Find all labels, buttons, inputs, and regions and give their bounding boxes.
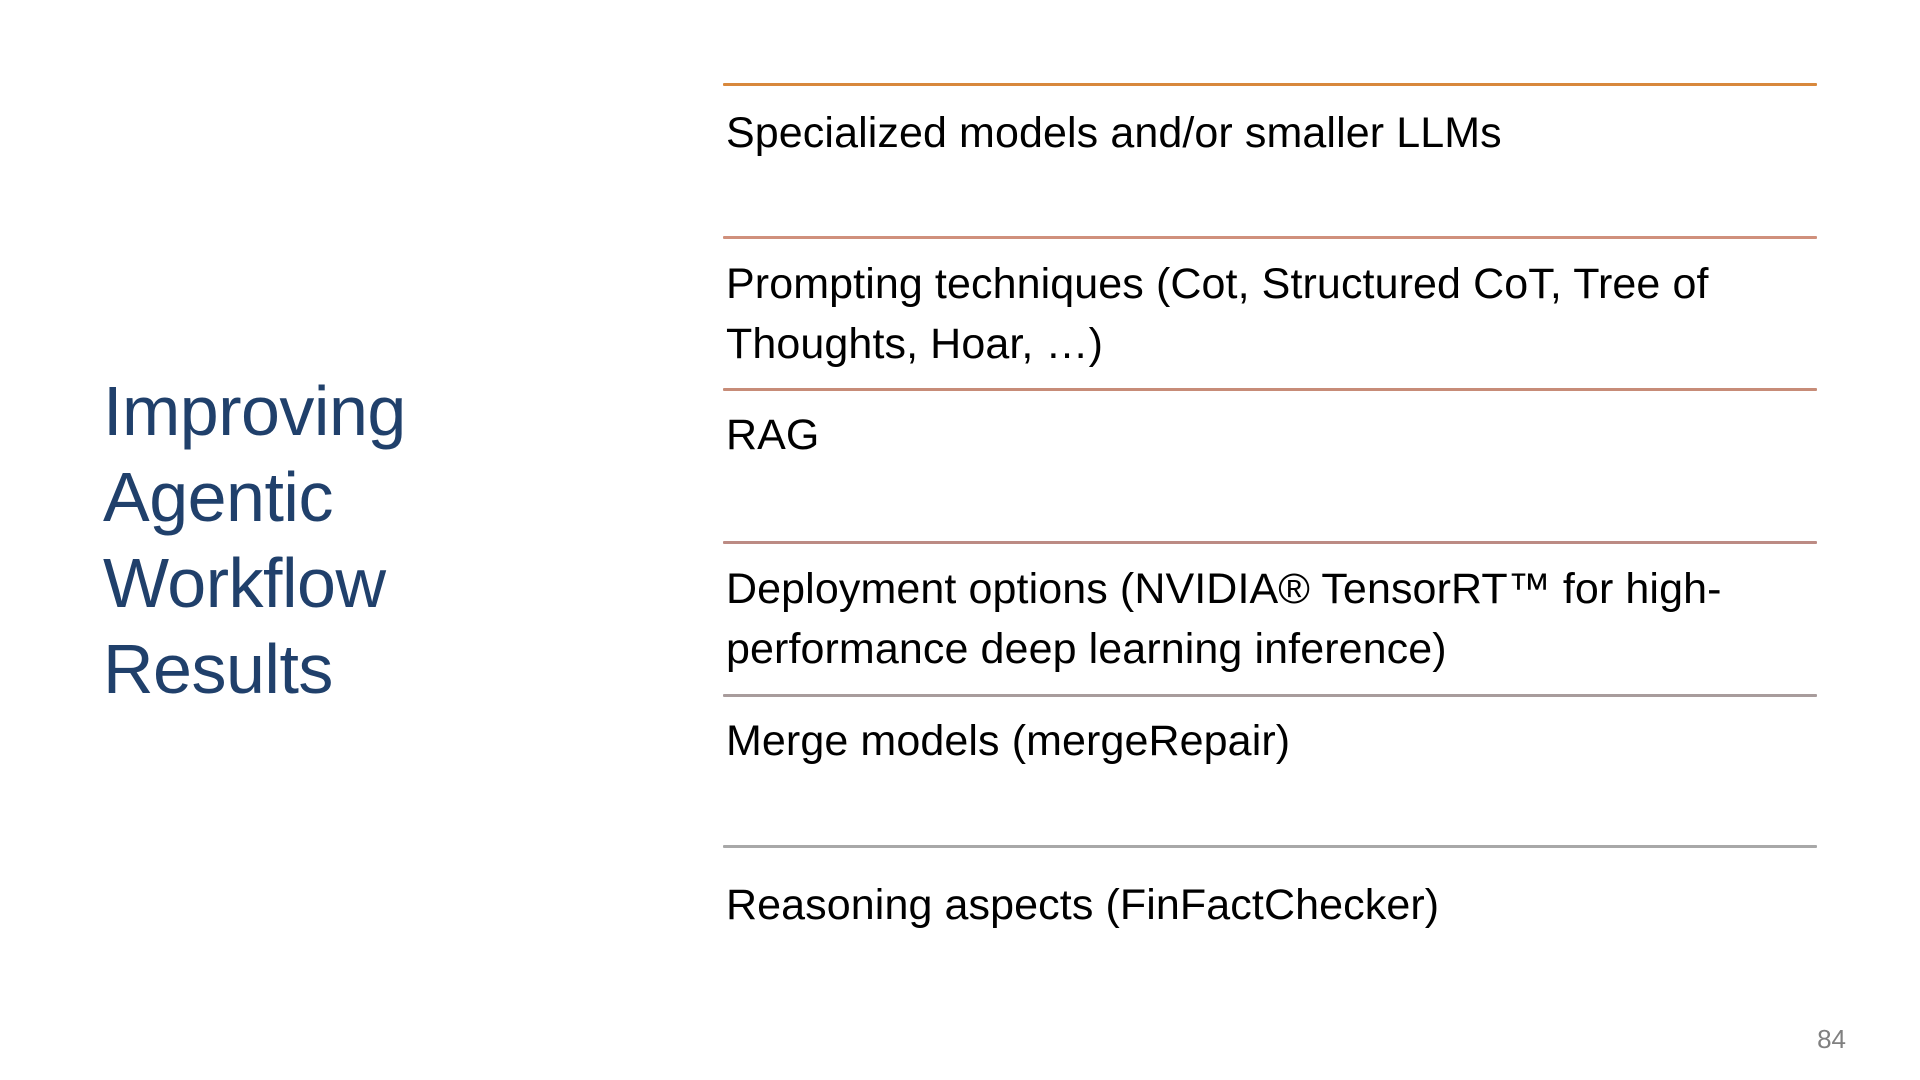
- list-item[interactable]: Reasoning aspects (FinFactChecker): [723, 845, 1817, 995]
- list-item-label: Deployment options (NVIDIA® TensorRT™ fo…: [726, 565, 1722, 673]
- title-block: Improving Agentic Workflow Results: [103, 368, 533, 712]
- list-item[interactable]: Merge models (mergeRepair): [723, 694, 1817, 844]
- row-divider: [723, 845, 1817, 848]
- list-item-label: Reasoning aspects (FinFactChecker): [726, 881, 1440, 929]
- content-list: Specialized models and/or smaller LLMs P…: [723, 0, 1817, 1080]
- list-item[interactable]: Prompting techniques (Cot, Structured Co…: [723, 236, 1817, 388]
- list-item-label: Merge models (mergeRepair): [726, 717, 1291, 765]
- row-divider: [723, 388, 1817, 391]
- list-item-label: Prompting techniques (Cot, Structured Co…: [726, 260, 1709, 368]
- list-item[interactable]: Specialized models and/or smaller LLMs: [723, 83, 1817, 188]
- row-divider: [723, 694, 1817, 697]
- row-divider: [723, 83, 1817, 86]
- list-item-label: Specialized models and/or smaller LLMs: [726, 109, 1502, 157]
- row-divider: [723, 541, 1817, 544]
- row-divider: [723, 236, 1817, 239]
- page-title: Improving Agentic Workflow Results: [103, 372, 406, 708]
- list-item[interactable]: Deployment options (NVIDIA® TensorRT™ fo…: [723, 541, 1817, 693]
- page-number: 84: [1817, 1024, 1846, 1054]
- list-item-label: RAG: [726, 411, 820, 459]
- list-item[interactable]: RAG: [723, 388, 1817, 538]
